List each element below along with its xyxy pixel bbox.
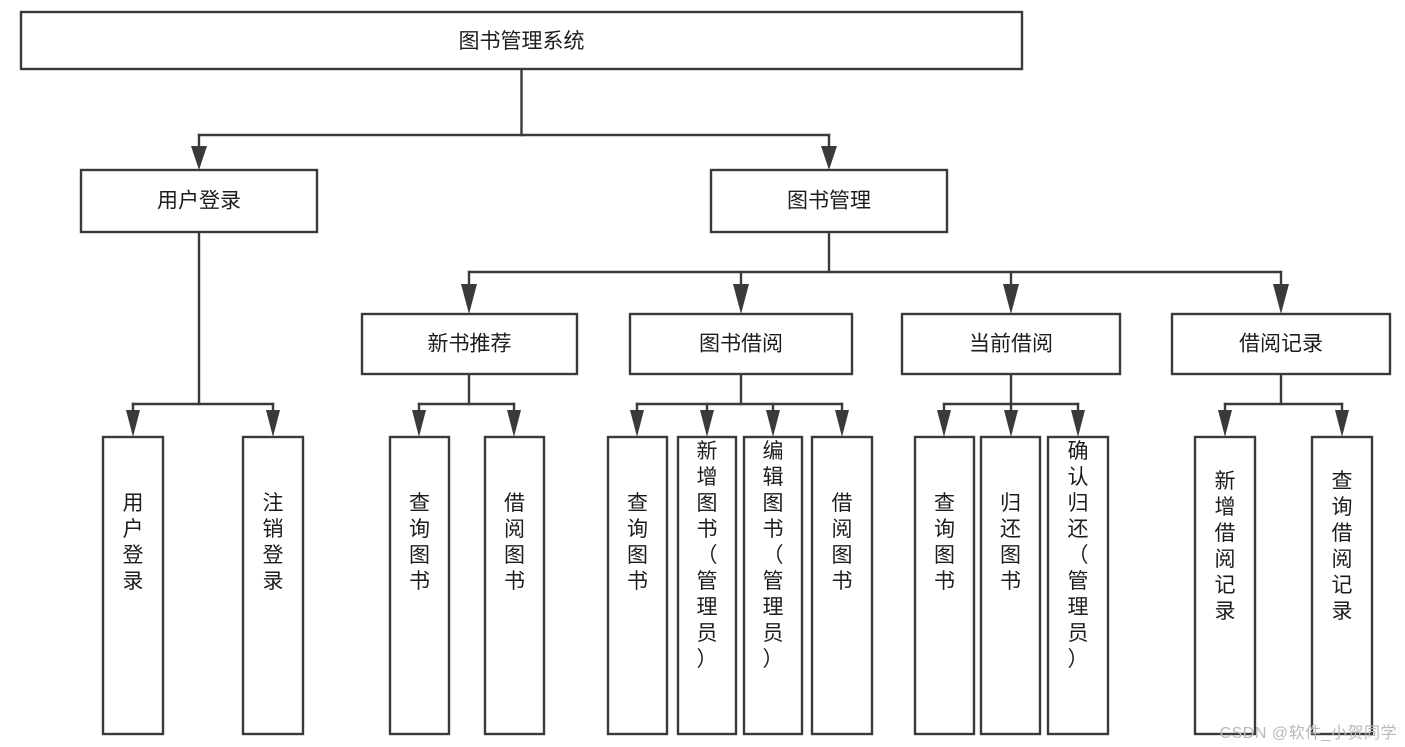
leaf-box-add-borrow-record[interactable] — [1193, 435, 1257, 736]
arrow-head-leaf-6 — [700, 410, 714, 437]
arrow-head-leaf-11 — [1071, 410, 1085, 437]
connector-group-root — [191, 67, 837, 170]
leaf-label-query-book-current: 查询图书 — [934, 492, 955, 593]
csdn-watermark: CSDN @软件_小贺同学 — [1219, 725, 1397, 742]
leaf-node-add-borrow-record[interactable]: 新增借阅记录 — [1193, 435, 1257, 736]
leaf-node-logout[interactable]: 注销登录 — [241, 435, 305, 736]
arrow-head-leaf-5 — [630, 410, 644, 437]
leaf-box-add-book-admin[interactable] — [676, 435, 738, 736]
leaf-node-confirm-return-admin[interactable]: 确认归还（管理员） — [1046, 435, 1110, 736]
node-box-borrow-record[interactable] — [1170, 312, 1392, 376]
arrow-head-leaf-3 — [412, 410, 426, 437]
node-label-user-login: 用户登录 — [157, 190, 241, 213]
leaf-label-confirm-return-admin: 确认归还（管理员） — [1068, 440, 1089, 671]
leaf-label-borrow-book-recommend: 借阅图书 — [504, 492, 525, 593]
leaf-box-query-book-recommend[interactable] — [388, 435, 451, 736]
node-label-book-management: 图书管理 — [787, 190, 871, 213]
leaf-label-add-book-admin: 新增图书（管理员） — [697, 440, 718, 671]
connector-group-current-borrow — [937, 372, 1085, 437]
leaf-node-query-borrow-record[interactable]: 查询借阅记录 — [1310, 435, 1374, 736]
connector-group-book-management — [461, 230, 1289, 314]
leaf-label-logout: 注销登录 — [263, 492, 284, 593]
node-label-book-borrow: 图书借阅 — [699, 333, 783, 356]
leaf-node-edit-book-admin[interactable]: 编辑图书（管理员） — [742, 435, 804, 736]
leaf-label-edit-book-admin: 编辑图书（管理员） — [763, 440, 784, 671]
node-box-book-management[interactable] — [709, 168, 949, 234]
leaf-label-query-borrow-record: 查询借阅记录 — [1332, 470, 1353, 623]
arrow-head-leaf-7 — [766, 410, 780, 437]
connector-group-user-login — [126, 230, 280, 437]
connector-group-borrow-record — [1218, 372, 1349, 437]
leaf-box-query-borrow-record[interactable] — [1310, 435, 1374, 736]
node-root-system[interactable]: 图书管理系统 — [19, 10, 1024, 71]
node-label-current-borrow: 当前借阅 — [969, 333, 1053, 356]
leaf-label-query-book-borrow: 查询图书 — [627, 492, 648, 593]
arrow-head-to-book-management — [821, 146, 837, 170]
leaf-node-borrow-book-recommend[interactable]: 借阅图书 — [483, 435, 546, 736]
arrow-head-to-borrow-record — [1273, 284, 1289, 314]
node-current-borrow[interactable]: 当前借阅 — [900, 312, 1122, 376]
leaf-box-logout[interactable] — [241, 435, 305, 736]
node-box-current-borrow[interactable] — [900, 312, 1122, 376]
leaf-label-add-borrow-record: 新增借阅记录 — [1215, 470, 1236, 623]
arrow-head-leaf-8 — [835, 410, 849, 437]
node-box-new-book-recommend[interactable] — [360, 312, 579, 376]
arrow-head-leaf-1 — [126, 410, 140, 437]
leaf-node-borrow-book[interactable]: 借阅图书 — [810, 435, 874, 736]
arrow-head-leaf-13 — [1335, 410, 1349, 437]
arrow-head-leaf-4 — [507, 410, 521, 437]
node-label-borrow-record: 借阅记录 — [1239, 333, 1323, 356]
arrow-head-leaf-10 — [1004, 410, 1018, 437]
leaf-label-query-book-recommend: 查询图书 — [409, 492, 430, 593]
leaf-box-return-book[interactable] — [979, 435, 1042, 736]
leaf-node-return-book[interactable]: 归还图书 — [979, 435, 1042, 736]
leaf-box-borrow-book-recommend[interactable] — [483, 435, 546, 736]
node-box-user-login[interactable] — [79, 168, 319, 234]
node-box-book-borrow[interactable] — [628, 312, 854, 376]
arrow-head-leaf-12 — [1218, 410, 1232, 437]
leaf-node-query-book-recommend[interactable]: 查询图书 — [388, 435, 451, 736]
node-borrow-record[interactable]: 借阅记录 — [1170, 312, 1392, 376]
connector-group-book-borrow — [630, 372, 849, 437]
leaf-node-query-book-current[interactable]: 查询图书 — [913, 435, 976, 736]
arrow-head-leaf-9 — [937, 410, 951, 437]
node-label-new-book-recommend: 新书推荐 — [428, 333, 512, 356]
arrow-head-leaf-2 — [266, 410, 280, 437]
node-user-login[interactable]: 用户登录 — [79, 168, 319, 234]
leaf-box-query-book-current[interactable] — [913, 435, 976, 736]
leaf-label-return-book: 归还图书 — [1000, 492, 1021, 593]
leaf-label-borrow-book: 借阅图书 — [832, 492, 853, 593]
leaf-box-edit-book-admin[interactable] — [742, 435, 804, 736]
leaf-box-query-book-borrow[interactable] — [606, 435, 669, 736]
node-book-borrow[interactable]: 图书借阅 — [628, 312, 854, 376]
arrow-head-to-user-login — [191, 146, 207, 170]
leaf-node-user-login[interactable]: 用户登录 — [101, 435, 165, 736]
arrow-head-to-new-book-recommend — [461, 284, 477, 314]
connector-group-new-book-recommend — [412, 372, 521, 437]
leaf-box-borrow-book[interactable] — [810, 435, 874, 736]
leaf-node-add-book-admin[interactable]: 新增图书（管理员） — [676, 435, 738, 736]
leaf-node-query-book-borrow[interactable]: 查询图书 — [606, 435, 669, 736]
node-new-book-recommend[interactable]: 新书推荐 — [360, 312, 579, 376]
leaf-box-user-login[interactable] — [101, 435, 165, 736]
arrow-head-to-current-borrow — [1003, 284, 1019, 314]
leaf-box-confirm-return-admin[interactable] — [1046, 435, 1110, 736]
arrow-head-to-book-borrow — [733, 284, 749, 314]
leaf-label-user-login: 用户登录 — [123, 492, 144, 593]
node-book-management[interactable]: 图书管理 — [709, 168, 949, 234]
node-label-root: 图书管理系统 — [459, 30, 585, 53]
node-box-root[interactable] — [19, 10, 1024, 71]
